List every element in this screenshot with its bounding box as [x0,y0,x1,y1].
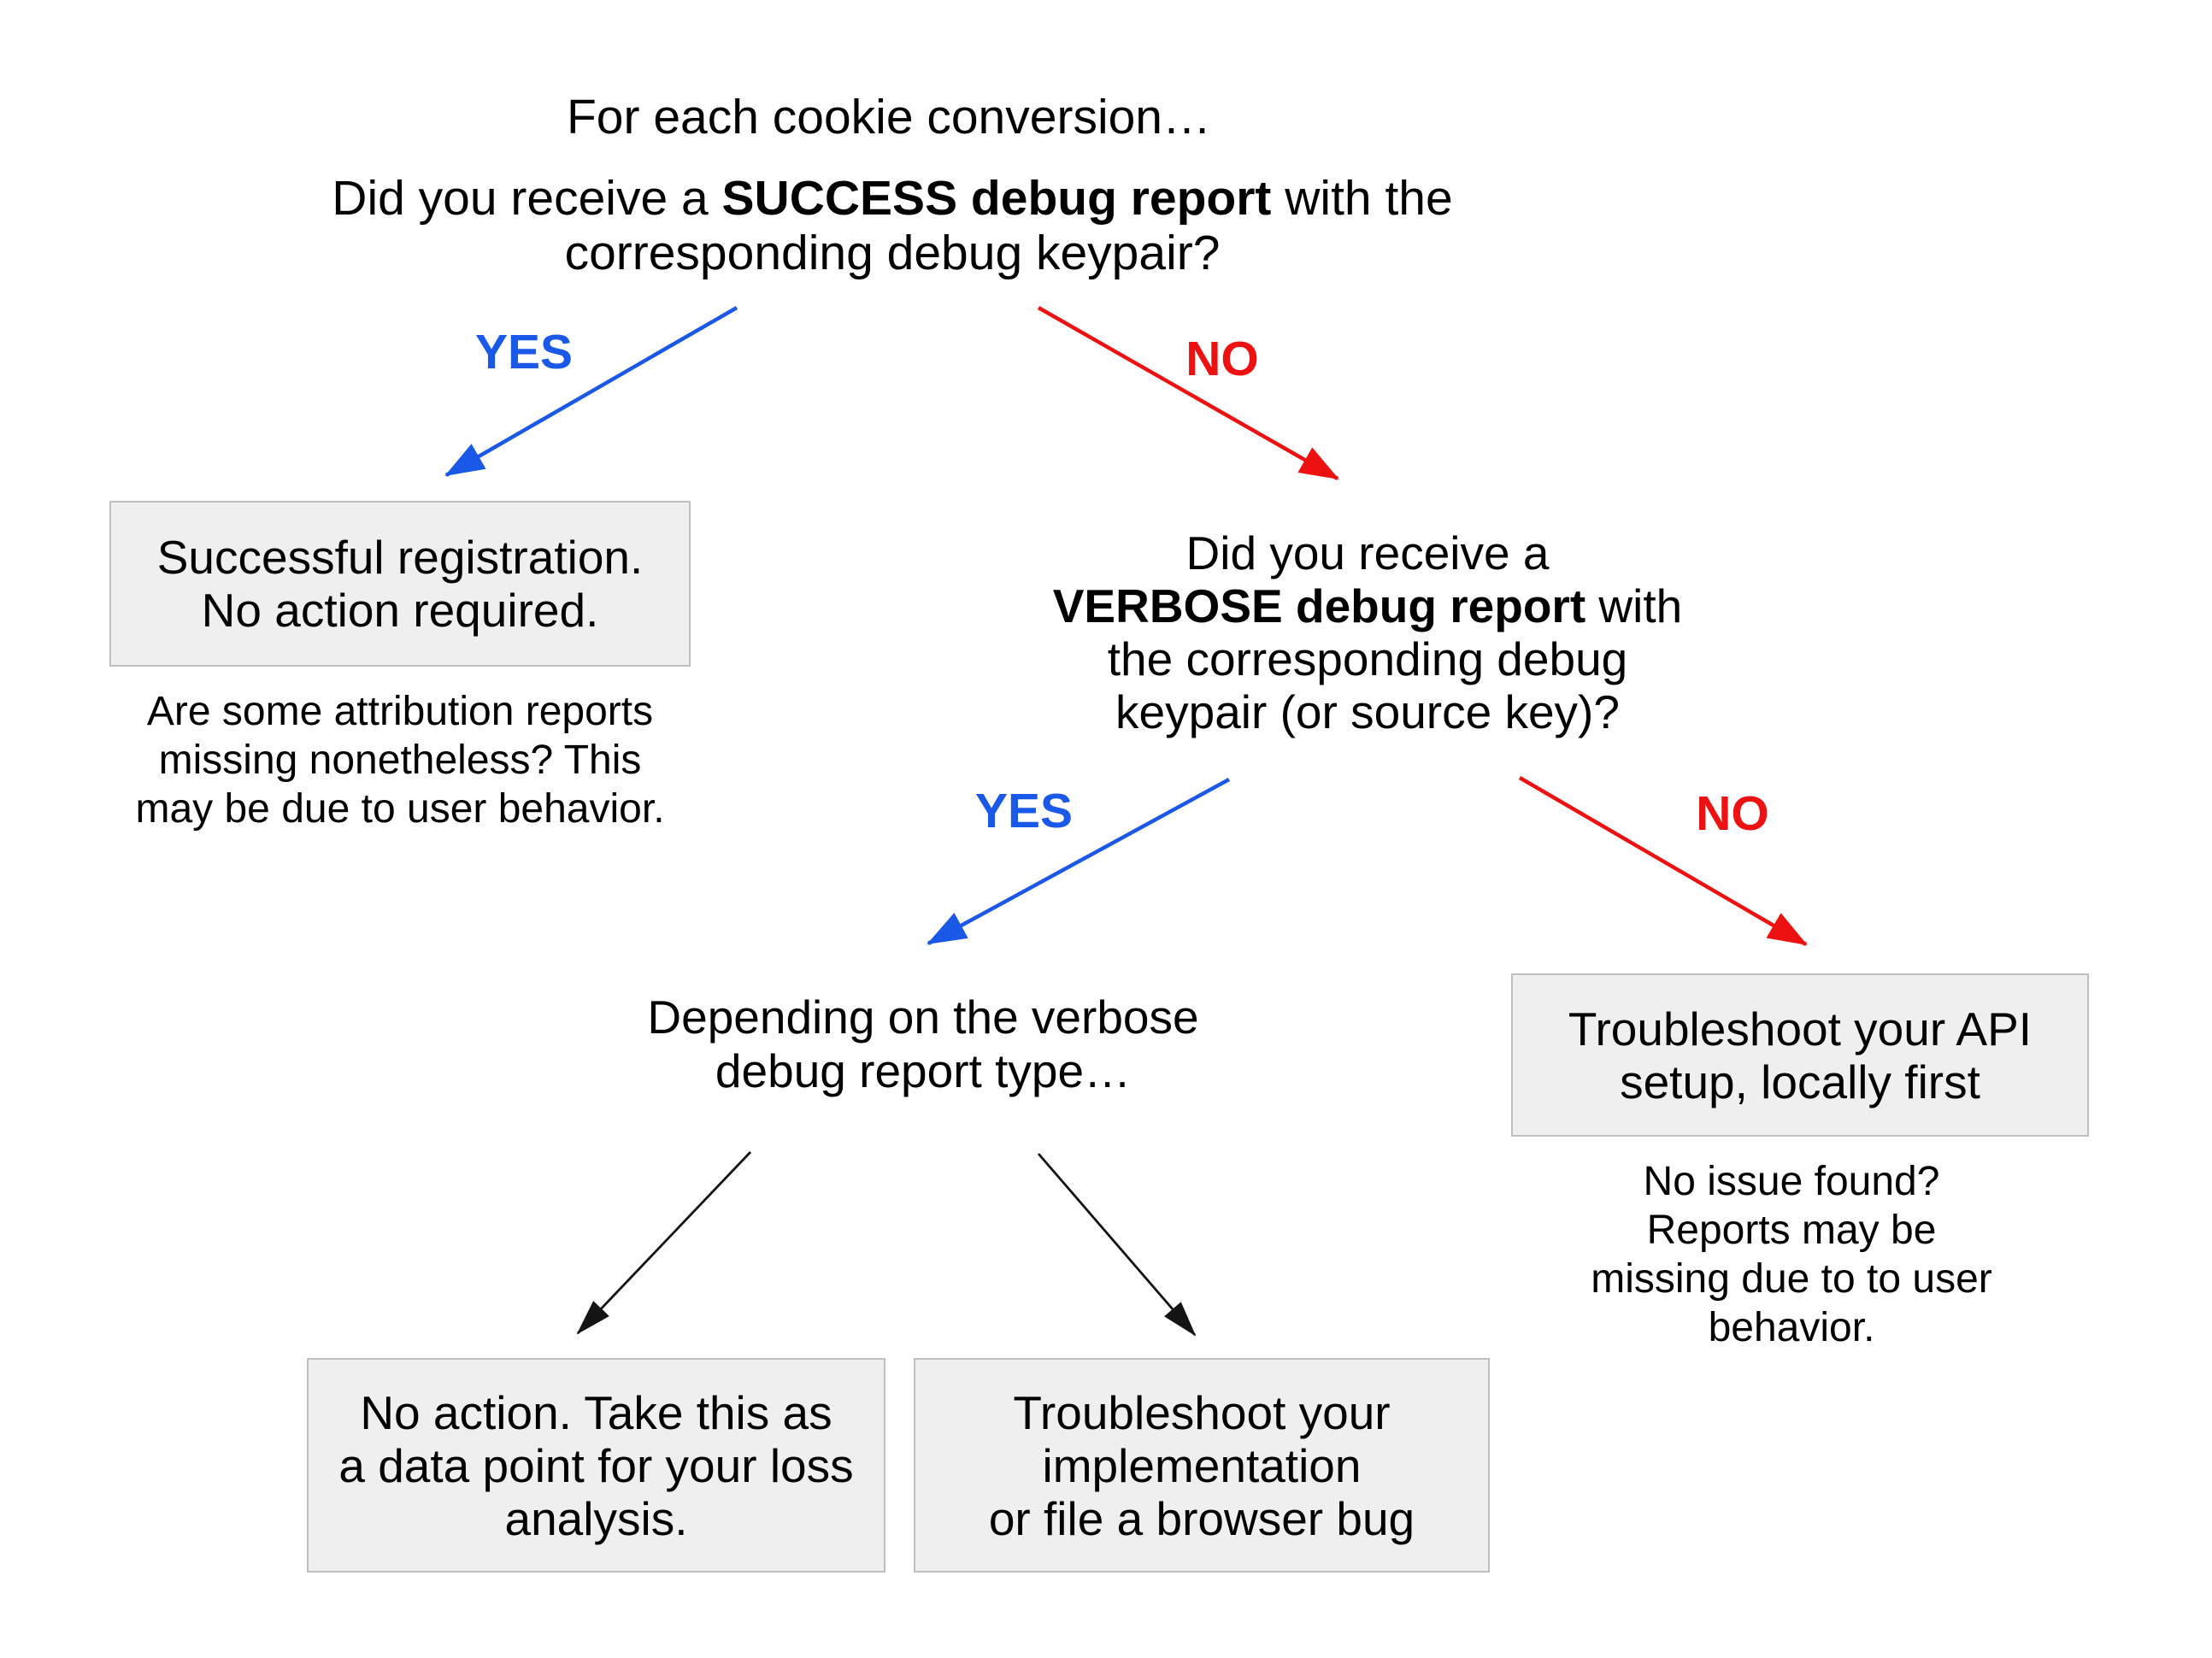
yes-label-level2: YES [974,784,1074,838]
loss-box-text: No action. Take this as a data point for… [338,1385,854,1545]
api-box: Troubleshoot your API setup, locally fir… [1511,973,2089,1137]
success-note: Are some attribution reports missing non… [135,689,665,832]
yes-arrow-level2 [927,778,1231,945]
no-label-level1: NO [1185,332,1259,386]
root-question-suffix: with the [1271,171,1453,226]
verbose-question-line2-rest: with [1585,579,1683,632]
success-box: Successful registration. No action requi… [109,501,691,667]
api-note: No issue found? Reports may be missing d… [1591,1159,1992,1350]
verbose-question-line1: Did you receive a [1185,526,1550,579]
flow-title: For each cookie conversion… [566,90,1212,144]
verbose-question-line4: keypair (or source key)? [1115,685,1620,738]
root-question-bold: SUCCESS debug report [721,171,1272,226]
success-box-text: Successful registration. No action requi… [156,531,644,637]
loss-box: No action. Take this as a data point for… [307,1358,885,1573]
no-arrow-level1 [1037,306,1339,480]
root-question-line1: Did you receive a SUCCESS debug report w… [332,171,1452,226]
root-question-prefix: Did you receive a [332,171,722,226]
verbose-question-line2: VERBOSE debug report with [1053,579,1683,632]
depending-heading: Depending on the verbose debug report ty… [647,991,1199,1097]
impl-box: Troubleshoot your implementation or file… [914,1358,1490,1573]
verbose-question: Did you receive a VERBOSE debug report w… [1053,526,1683,738]
api-box-text: Troubleshoot your API setup, locally fir… [1568,1002,2033,1108]
branch-arrow-right [1037,1153,1197,1337]
impl-box-text: Troubleshoot your implementation or file… [988,1385,1415,1545]
verbose-question-bold: VERBOSE debug report [1052,579,1586,632]
no-arrow-level2 [1518,776,1808,946]
verbose-question-line3: the corresponding debug [1107,632,1628,685]
yes-label-level1: YES [474,325,574,379]
no-label-level2: NO [1696,786,1769,841]
root-question-line2: corresponding debug keypair? [564,226,1221,280]
branch-arrow-left [576,1151,752,1335]
root-question: Did you receive a SUCCESS debug report w… [332,171,1452,280]
yes-arrow-level1 [444,306,738,477]
